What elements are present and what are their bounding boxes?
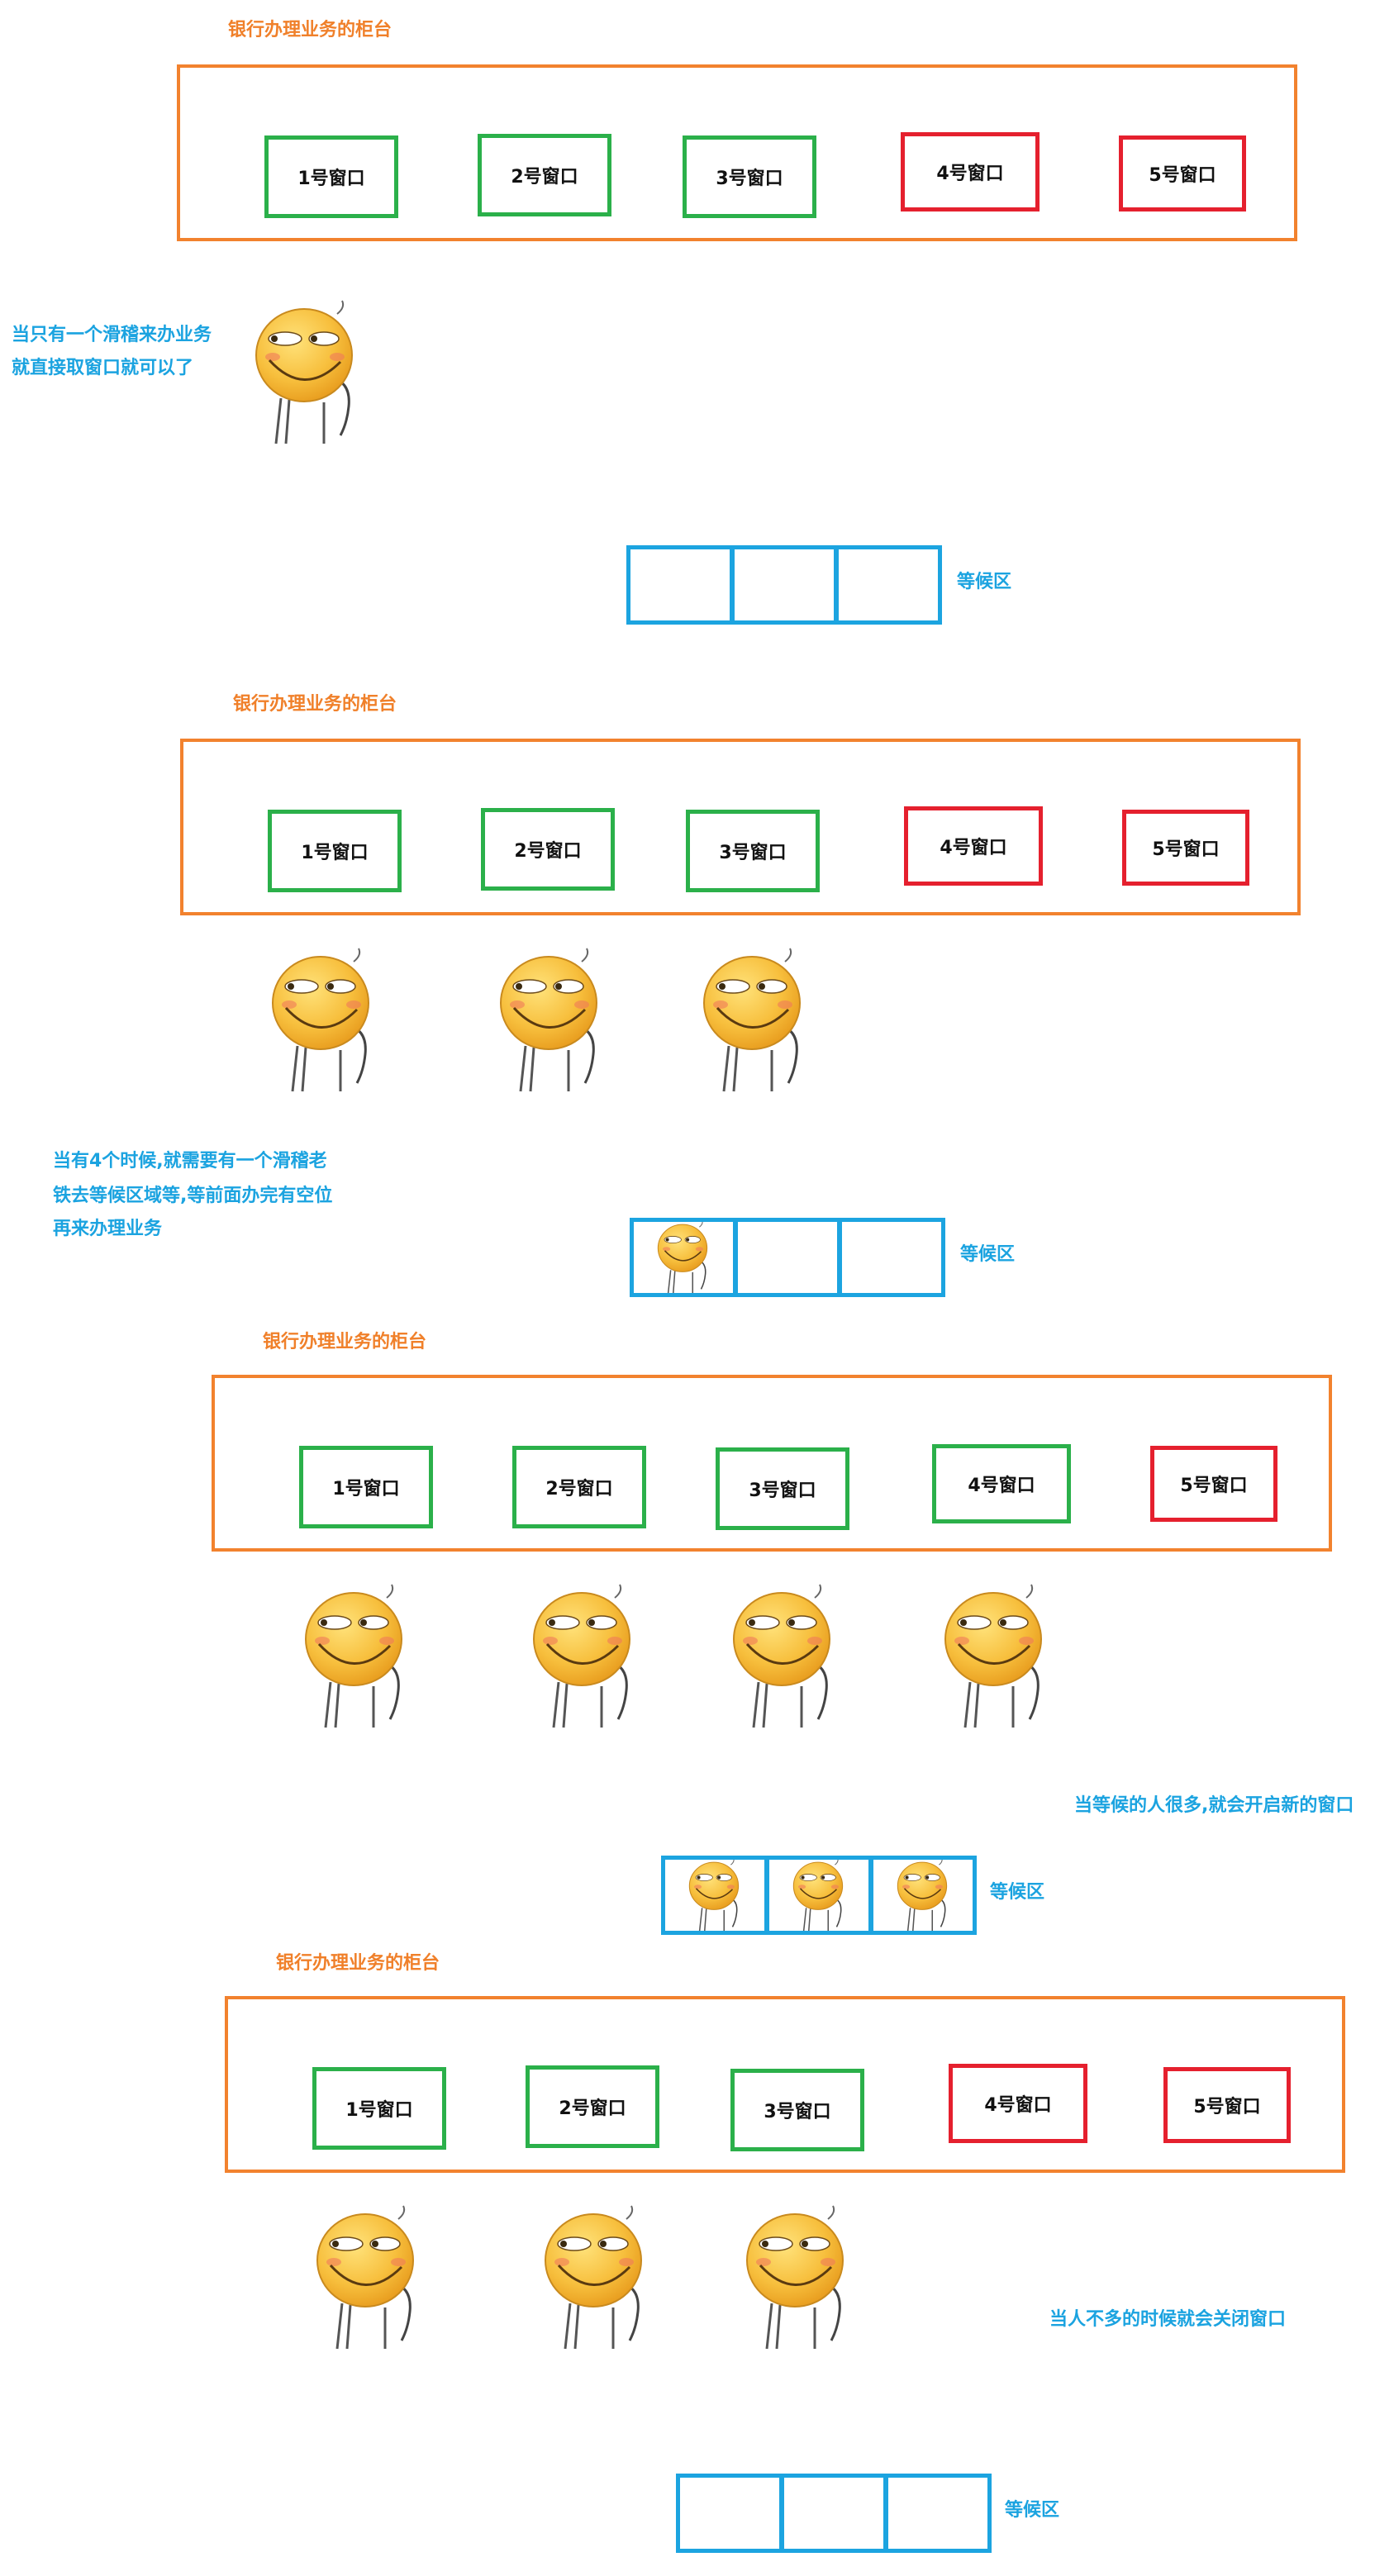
huaji-emoji-icon bbox=[739, 2204, 854, 2353]
waiting-slot-occupied bbox=[765, 1856, 873, 1935]
window-4-closed: 4号窗口 bbox=[949, 2064, 1087, 2143]
waiting-area-label: 等候区 bbox=[957, 572, 1012, 592]
waiting-slot bbox=[730, 545, 838, 625]
huaji-emoji-icon bbox=[492, 947, 608, 1096]
huaji-emoji-icon bbox=[696, 947, 811, 1096]
waiting-area-label: 等候区 bbox=[1005, 2500, 1060, 2521]
window-5-closed: 5号窗口 bbox=[1163, 2067, 1291, 2143]
window-2: 2号窗口 bbox=[481, 808, 615, 891]
note-line: 就直接取窗口就可以了 bbox=[12, 358, 194, 378]
huaji-emoji-icon bbox=[937, 1583, 1053, 1732]
window-3: 3号窗口 bbox=[730, 2069, 864, 2151]
waiting-slot bbox=[780, 2474, 887, 2553]
waiting-slot-occupied bbox=[661, 1856, 768, 1935]
waiting-slot bbox=[734, 1218, 841, 1297]
waiting-area-label: 等候区 bbox=[990, 1882, 1045, 1903]
window-2: 2号窗口 bbox=[478, 134, 611, 216]
huaji-emoji-icon bbox=[248, 299, 364, 448]
section-title: 银行办理业务的柜台 bbox=[276, 1953, 440, 1974]
huaji-emoji-icon bbox=[726, 1583, 841, 1732]
huaji-emoji-icon bbox=[893, 1857, 953, 1933]
section-title: 银行办理业务的柜台 bbox=[228, 20, 393, 40]
window-1: 1号窗口 bbox=[312, 2067, 446, 2150]
huaji-emoji-icon bbox=[297, 1583, 413, 1732]
window-5-closed: 5号窗口 bbox=[1122, 810, 1249, 886]
waiting-slot bbox=[838, 1218, 945, 1297]
waiting-slot-occupied bbox=[630, 1218, 737, 1297]
huaji-emoji-icon bbox=[526, 1583, 641, 1732]
window-1: 1号窗口 bbox=[264, 135, 398, 218]
window-2: 2号窗口 bbox=[512, 1446, 646, 1528]
huaji-emoji-icon bbox=[537, 2204, 653, 2353]
window-4-closed: 4号窗口 bbox=[904, 806, 1043, 886]
huaji-emoji-icon bbox=[264, 947, 380, 1096]
note-line: 当有4个时候,就需要有一个滑稽老 bbox=[53, 1151, 327, 1172]
note-line: 当人不多的时候就会关闭窗口 bbox=[1049, 2309, 1287, 2330]
window-3: 3号窗口 bbox=[683, 135, 816, 218]
window-4-opened: 4号窗口 bbox=[932, 1444, 1071, 1523]
huaji-emoji-icon bbox=[789, 1857, 849, 1933]
waiting-slot bbox=[884, 2474, 992, 2553]
waiting-slot-occupied bbox=[869, 1856, 977, 1935]
counter-box bbox=[180, 739, 1301, 915]
counter-box bbox=[212, 1375, 1332, 1552]
waiting-slot bbox=[626, 545, 734, 625]
window-2: 2号窗口 bbox=[526, 2065, 659, 2148]
window-4-closed: 4号窗口 bbox=[901, 132, 1040, 211]
counter-box bbox=[225, 1996, 1345, 2173]
section-title: 银行办理业务的柜台 bbox=[233, 694, 397, 715]
window-1: 1号窗口 bbox=[268, 810, 402, 892]
note-line: 铁去等候区域等,等前面办完有空位 bbox=[53, 1186, 333, 1206]
window-5-closed: 5号窗口 bbox=[1150, 1446, 1277, 1522]
huaji-emoji-icon bbox=[309, 2204, 425, 2353]
note-line: 再来办理业务 bbox=[53, 1219, 163, 1239]
section-title: 银行办理业务的柜台 bbox=[263, 1332, 427, 1352]
window-3: 3号窗口 bbox=[716, 1447, 849, 1530]
huaji-emoji-icon bbox=[685, 1857, 745, 1933]
note-line: 当只有一个滑稽来办业务 bbox=[12, 325, 212, 345]
window-3: 3号窗口 bbox=[686, 810, 820, 892]
waiting-area-label: 等候区 bbox=[960, 1244, 1016, 1265]
window-5-closed: 5号窗口 bbox=[1119, 135, 1246, 211]
huaji-emoji-icon bbox=[654, 1219, 713, 1295]
waiting-slot bbox=[676, 2474, 783, 2553]
window-1: 1号窗口 bbox=[299, 1446, 433, 1528]
waiting-slot bbox=[835, 545, 942, 625]
note-line: 当等候的人很多,就会开启新的窗口 bbox=[1074, 1795, 1354, 1816]
counter-box bbox=[177, 64, 1297, 241]
